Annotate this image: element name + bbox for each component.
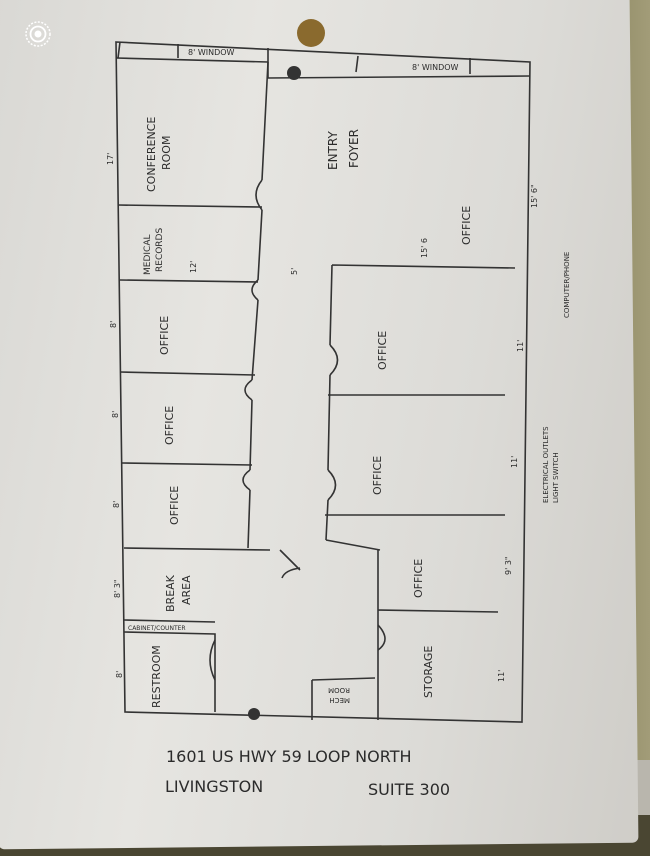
pin-hole-mark — [287, 66, 301, 80]
window-label: 8' WINDOW — [412, 63, 459, 72]
room-label: OFFICE — [412, 559, 425, 598]
address-city: LIVINGSTON — [165, 777, 263, 796]
room-label: RECORDS — [155, 228, 165, 272]
window-label: 8' WINDOW — [188, 48, 235, 57]
legend: ELECTRICAL OUTLETS LIGHT SWITCH COMPUTER… — [542, 252, 571, 503]
room-label: OFFICE — [371, 456, 384, 495]
dimension-label: 8' 3" — [113, 579, 122, 598]
dimension-label: 9' 3" — [504, 556, 513, 575]
dimension-label: 12' — [189, 261, 198, 273]
dimension-label: 11' — [497, 670, 506, 682]
dimension-label: 11' — [516, 340, 525, 352]
dimension-label: 8' — [112, 501, 121, 508]
walls — [115, 41, 531, 723]
room-label: CABINET/COUNTER — [128, 625, 186, 632]
dimension-label: 15' 6" — [530, 184, 539, 208]
room-label: BREAK — [164, 574, 177, 612]
room-label: CONFERENCE — [145, 117, 158, 192]
dimension-label: 5' — [290, 268, 299, 275]
address-suite: SUITE 300 — [368, 780, 450, 799]
pin-hole-mark — [248, 708, 260, 720]
room-label: ROOM — [328, 686, 350, 694]
legend-computer: COMPUTER/PHONE — [563, 252, 571, 318]
thumbtack — [297, 19, 325, 47]
room-label: AREA — [180, 575, 193, 605]
room-label: MEDICAL — [143, 235, 153, 276]
room-label: OFFICE — [158, 316, 171, 355]
room-label: MECH — [329, 696, 350, 704]
room-label: ROOM — [160, 136, 173, 170]
dimension-label: 8' — [109, 321, 118, 328]
room-label: OFFICE — [376, 331, 389, 370]
address: 1601 US HWY 59 LOOP NORTH LIVINGSTON SUI… — [165, 747, 450, 799]
dimension-label: 11' — [510, 456, 519, 468]
live-photo-icon[interactable] — [24, 20, 52, 48]
room-label: OFFICE — [168, 486, 181, 525]
room-label: ENTRY — [326, 131, 340, 170]
dimension-label: 17' — [106, 153, 115, 165]
dimension-label: 15' 6 — [420, 238, 429, 258]
address-line1: 1601 US HWY 59 LOOP NORTH — [166, 747, 412, 766]
dimension-label: 8' — [111, 411, 120, 418]
room-label: STORAGE — [422, 646, 435, 698]
room-label: OFFICE — [460, 206, 473, 245]
room-label: OFFICE — [163, 406, 176, 445]
room-label: FOYER — [347, 129, 361, 168]
legend-outlets: ELECTRICAL OUTLETS — [542, 426, 550, 503]
dimension-label: 8' — [115, 671, 124, 678]
room-label: RESTROOM — [150, 645, 163, 708]
legend-switch: LIGHT SWITCH — [552, 452, 560, 503]
